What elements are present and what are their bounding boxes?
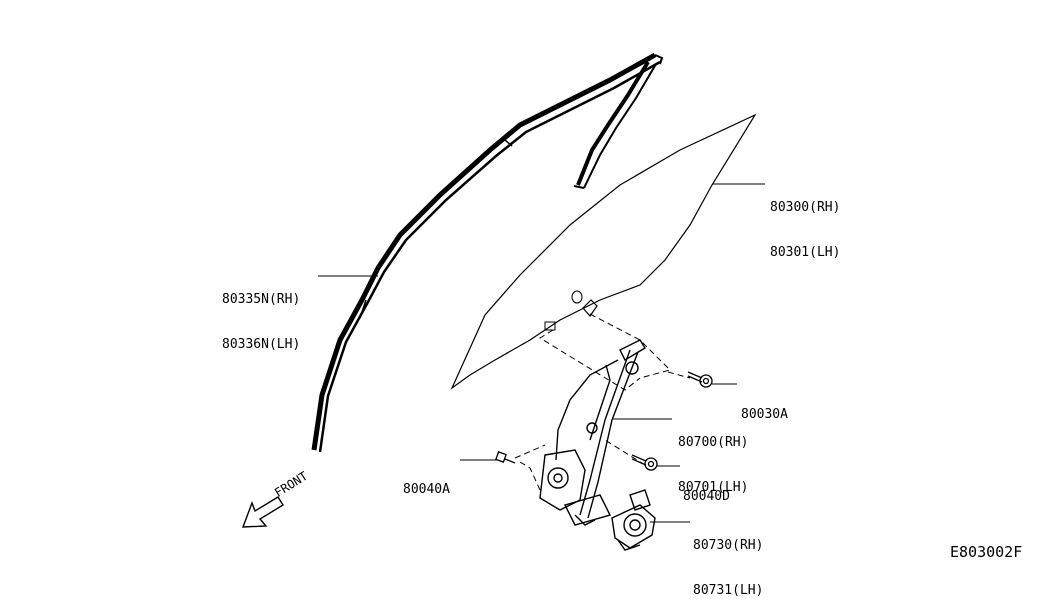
run-channel (311, 52, 664, 453)
part-number-80030a: 80030A (741, 407, 788, 422)
leader-lines (318, 183, 765, 523)
label-regulator: 80700(RH) 80701(LH) (678, 405, 748, 510)
label-glass-bolt: 80030A (741, 377, 788, 437)
part-number-80701-lh: 80701(LH) (678, 480, 749, 495)
front-direction-arrow-icon (241, 496, 284, 528)
label-regulator-bolt-right: 80040D (683, 459, 730, 519)
part-number-80335n-rh: 80335N(RH) (222, 292, 301, 307)
part-number-80040a: 80040A (403, 482, 450, 497)
bolt-80040a (495, 451, 516, 464)
regulator-motor (611, 489, 656, 551)
window-regulator (539, 339, 646, 526)
part-number-80300-rh: 80300(RH) (770, 200, 841, 215)
parts-diagram (241, 52, 765, 551)
part-number-80730-rh: 80730(RH) (693, 538, 764, 553)
label-motor: 80730(RH) 80731(LH) (693, 508, 763, 613)
part-number-80336n-lh: 80336N(LH) (222, 337, 301, 352)
bolt-80030a (687, 371, 713, 388)
figure-code: E803002F (950, 543, 1023, 561)
part-number-80700-rh: 80700(RH) (678, 435, 749, 450)
door-glass (450, 113, 757, 390)
label-door-glass: 80300(RH) 80301(LH) (770, 170, 840, 275)
part-number-80301-lh: 80301(LH) (770, 245, 841, 260)
part-number-80040d: 80040D (683, 489, 730, 504)
mounting-guide-lines (514, 313, 691, 491)
label-run-channel: 80335N(RH) 80336N(LH) (222, 262, 300, 367)
bolt-80040d (631, 454, 658, 471)
part-number-80731-lh: 80731(LH) (693, 583, 764, 598)
label-regulator-bolt-left: 80040A (403, 452, 450, 512)
